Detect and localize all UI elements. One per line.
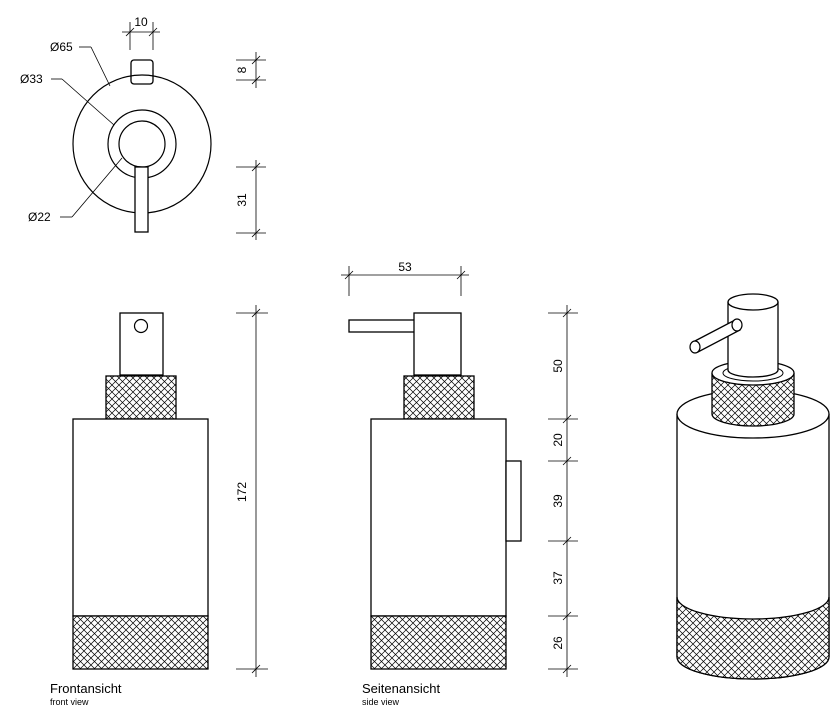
dia-outer-label: Ø65 xyxy=(50,40,73,54)
dim-height-8: 8 xyxy=(235,66,249,73)
dim-body-37: 37 xyxy=(551,571,565,585)
side-view-caption-en: side view xyxy=(362,697,400,707)
dim-base-26: 26 xyxy=(551,636,565,650)
front-view-caption: Frontansicht front view xyxy=(50,681,122,707)
dim-total-172: 172 xyxy=(235,482,249,502)
perspective-view xyxy=(676,293,830,680)
dim-pump-50: 50 xyxy=(551,359,565,373)
front-view: 172 xyxy=(72,305,268,677)
dia-inner-label: Ø22 xyxy=(28,210,51,224)
dim-lever-31: 31 xyxy=(235,193,249,207)
dim-collar-20: 20 xyxy=(551,433,565,447)
side-view-caption-de: Seitenansicht xyxy=(362,681,441,696)
front-view-caption-de: Frontansicht xyxy=(50,681,122,696)
side-view-caption: Seitenansicht side view xyxy=(362,681,440,707)
dim-width-10: 10 xyxy=(134,15,148,29)
dim-spout-53: 53 xyxy=(398,260,412,274)
dia-middle-label: Ø33 xyxy=(20,72,43,86)
top-view: 10 Ø65 Ø33 Ø22 8 31 xyxy=(20,15,266,240)
front-view-caption-en: front view xyxy=(50,697,89,707)
side-view: 53 50 20 39 37 26 xyxy=(341,260,578,677)
dim-mid-39: 39 xyxy=(551,494,565,508)
inner-circle xyxy=(118,120,166,168)
